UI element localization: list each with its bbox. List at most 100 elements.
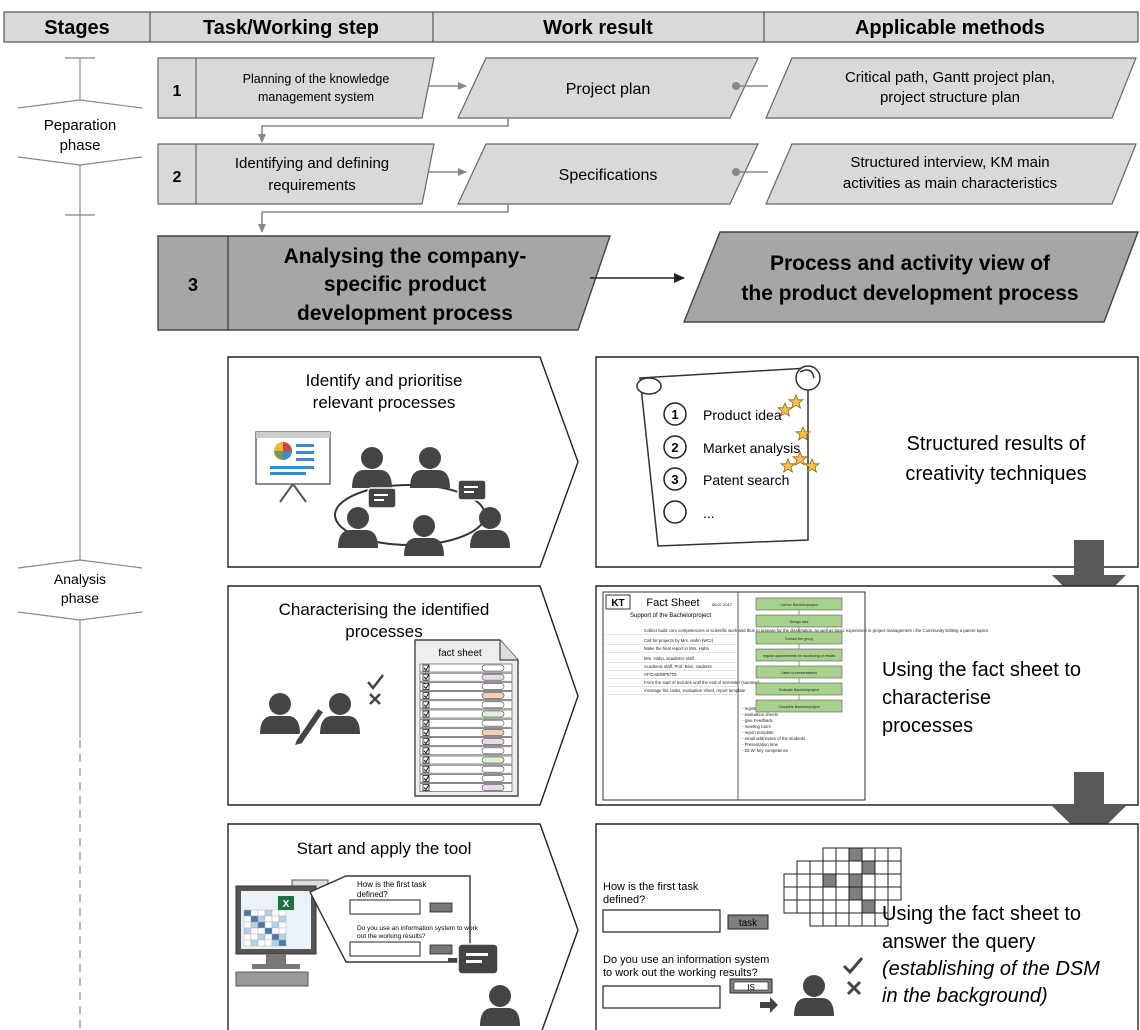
fact-sheet-line: - Presentation time <box>742 742 779 747</box>
step-1-methods-line1: Critical path, Gantt project plan, <box>845 69 1055 86</box>
step-3: 3 Analysing the company- specific produc… <box>157 231 1140 331</box>
fact-sheet-row <box>419 746 513 756</box>
substep-1-title-line2: relevant processes <box>313 393 456 412</box>
fact-sheet-row <box>419 755 513 765</box>
fact-sheet-rows <box>419 663 513 792</box>
substep-2-title-line2: processes <box>345 622 422 641</box>
result-2-line1: Using the fact sheet to <box>882 659 1081 681</box>
query-window-small: How is the first task defined? Do you us… <box>309 875 479 966</box>
scroll-item-2: 2 Market analysis <box>663 426 811 459</box>
fact-sheet-logo: KT <box>611 598 624 609</box>
scroll-item-4: ... <box>663 500 715 524</box>
fact-sheet-row <box>419 764 513 774</box>
fact-sheet-icon: fact sheet <box>414 639 519 797</box>
substep-1-title-line1: Identify and prioritise <box>306 371 463 390</box>
scroll-item-2-label: Market analysis <box>703 440 800 456</box>
small-q2-line1: Do you use an information system to work <box>357 925 479 932</box>
step-2-methods-box <box>765 143 1137 205</box>
flow-step-box: Complete Bachelorproject <box>755 699 843 713</box>
step-1-task-line1: Planning of the knowledge <box>243 72 390 86</box>
flow-step-box: Listen to presentations <box>755 665 843 679</box>
result-1-line2: creativity techniques <box>905 463 1086 485</box>
step-3-task-line1: Analysing the company- <box>284 245 527 268</box>
fact-sheet-line: - 25.W: key competence <box>742 748 789 753</box>
fact-sheet-row <box>419 728 513 737</box>
scroll-item-4-label: ... <box>703 505 715 521</box>
scroll-item-1: 1 Product idea <box>663 394 804 426</box>
phase-preparation-line1: Peparation <box>44 117 117 134</box>
step-3-result-line2: the product development process <box>741 282 1078 305</box>
query-input-1[interactable] <box>602 909 721 933</box>
reviewing-person-icon <box>320 674 384 734</box>
step-3-result-line1: Process and activity view of <box>770 252 1051 275</box>
step-2-methods-line1: Structured interview, KM main <box>850 154 1049 171</box>
step-2-result: Specifications <box>559 167 658 184</box>
step-1: 1 Planning of the knowledge management s… <box>157 57 1137 143</box>
fact-sheet-line: Academic staff, Prof. Binz, students <box>644 664 712 669</box>
scroll-item-3: 3 Patent search <box>663 451 820 491</box>
flow-step-box: regular appointments for monitoring of r… <box>755 648 843 662</box>
down-arrow-icon <box>1052 772 1126 842</box>
keyboard-icon <box>235 971 309 987</box>
step-3-task-line3: development process <box>297 302 513 325</box>
spreadsheet-grid <box>243 909 287 947</box>
fact-sheet-row <box>419 737 513 746</box>
fact-sheet-row <box>419 718 513 728</box>
flow-step-label: Listen to presentations <box>781 671 817 675</box>
step-2-number: 2 <box>173 169 182 186</box>
step-1-task-line2: management system <box>258 90 374 104</box>
header-task: Task/Working step <box>203 17 379 39</box>
scroll-item-2-number: 2 <box>671 440 678 455</box>
small-q2-line2: out the working results? <box>357 933 426 940</box>
step-2: 2 Identifying and defining requirements … <box>157 143 1137 233</box>
step-1-result-box <box>457 57 759 119</box>
step-2-task-line1: Identifying and defining <box>235 155 389 172</box>
stages-column: Peparation phase Analysis phase <box>17 57 143 1030</box>
query-input-2[interactable] <box>602 985 721 1009</box>
substep-2-title-line1: Characterising the identified <box>279 600 490 619</box>
user-check-icon <box>794 957 864 1016</box>
fact-sheet-row <box>419 774 513 783</box>
task-button[interactable]: task <box>727 914 769 930</box>
user-chat-icon <box>457 943 520 1026</box>
substep-3: Start and apply the tool X How is the fi… <box>227 823 579 1030</box>
step-2-result-box <box>457 143 759 205</box>
svg-text:X: X <box>283 899 290 910</box>
result-1: 1 Product idea 2 Market analysis 3 Paten… <box>595 356 1139 612</box>
result-2: KT Fact Sheet Support of the Bachelorpro… <box>595 585 1139 842</box>
step-1-result: Project plan <box>566 81 651 98</box>
excel-icon <box>278 896 294 910</box>
fact-sheet-document: KT Fact Sheet Support of the Bachelorpro… <box>602 591 989 801</box>
fact-sheet-line: Make the final report to Mrs. Hahn <box>644 646 710 651</box>
step-3-number: 3 <box>188 275 198 295</box>
fact-sheet-row <box>419 663 513 673</box>
fact-sheet-line: - report template <box>742 730 774 735</box>
fact-sheet-row <box>419 709 513 719</box>
flow-step-label: Evaluate Bachelorproject <box>779 688 819 692</box>
fact-sheet-label: fact sheet <box>438 648 482 659</box>
meeting-icon <box>334 447 510 556</box>
flow-step-box: Contact the group <box>755 631 843 645</box>
scroll-item-1-number: 1 <box>671 407 678 422</box>
small-q1-line2: defined? <box>357 890 388 899</box>
scroll-item-1-label: Product idea <box>703 407 782 423</box>
presentation-board-icon <box>255 431 331 503</box>
fact-sheet-date: 06.07.2017 <box>712 602 733 607</box>
step-1-methods-line2: project structure plan <box>880 89 1020 106</box>
step-3-task-line2: specific product <box>324 273 486 296</box>
result-3-line1: Using the fact sheet to <box>882 903 1081 925</box>
step-2-task-line2: requirements <box>268 177 356 194</box>
fact-sheet-row <box>419 700 513 710</box>
result-3: How is the first task defined? task Do y… <box>595 823 1139 1030</box>
header-stages: Stages <box>44 17 110 39</box>
flow-step-label: Design task <box>790 620 809 624</box>
arrow-right-icon <box>760 997 778 1013</box>
header-methods: Applicable methods <box>855 17 1045 39</box>
fact-sheet-row <box>419 783 513 792</box>
is-button[interactable]: IS <box>729 978 773 994</box>
step-3-result-box <box>682 231 1140 323</box>
scroll-item-3-label: Patent search <box>703 472 789 488</box>
fact-sheet-subtitle: Support of the Bachelorproject <box>630 613 711 619</box>
fact-sheet-row <box>419 672 513 682</box>
